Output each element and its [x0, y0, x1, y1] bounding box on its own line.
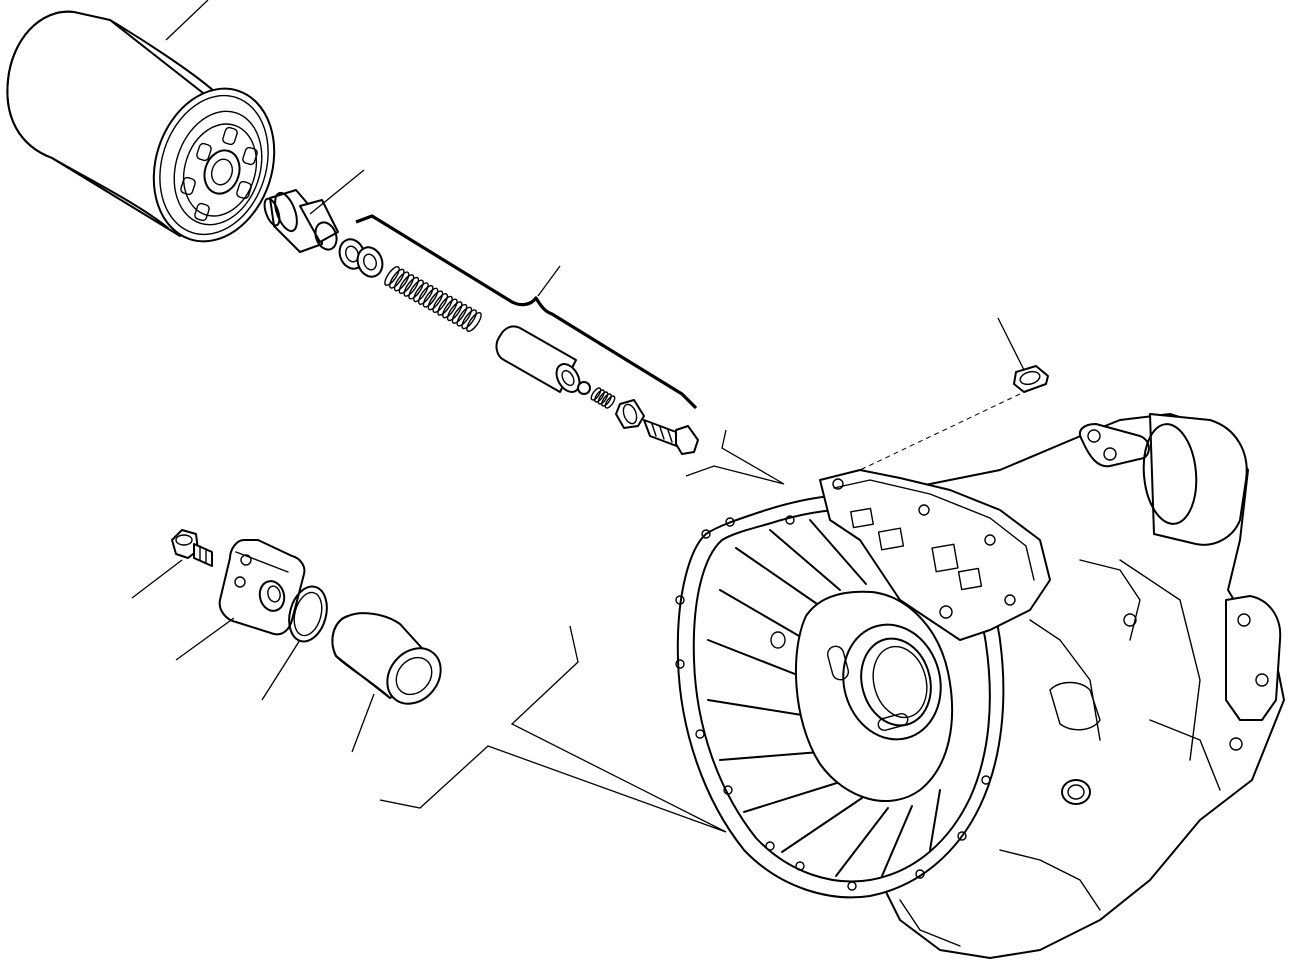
o-ring — [261, 585, 328, 701]
spring-coil — [466, 312, 482, 332]
bolt-hole — [765, 841, 775, 851]
valve-small-spring — [590, 387, 616, 409]
bolt-hole — [785, 515, 795, 525]
bolt-hole — [795, 861, 805, 871]
cover-plate — [175, 539, 306, 661]
bolt-hole — [675, 659, 685, 669]
bolt-hole — [915, 869, 925, 879]
bolt-hole — [957, 831, 967, 841]
drain-plug — [859, 317, 1049, 471]
strainer-sleeve — [331, 612, 442, 753]
bolt-hole — [695, 729, 705, 739]
spring-coil — [427, 290, 444, 311]
spring-coil — [594, 389, 605, 403]
spring-coil — [389, 268, 405, 289]
transmission-housing — [379, 413, 1285, 959]
valve-spring — [384, 266, 482, 332]
bolt-hole — [847, 881, 857, 891]
valve-seat — [338, 238, 384, 278]
spring-coil — [417, 284, 434, 305]
bolt-hole — [723, 785, 733, 795]
spring-coil — [408, 279, 424, 300]
relief-valve-assembly — [338, 214, 699, 455]
bolt-hole — [981, 775, 991, 785]
spring-coil — [398, 274, 415, 295]
spring-coil — [601, 393, 612, 407]
spring-coil — [451, 303, 468, 324]
filter-connector — [263, 169, 365, 253]
spring-coil — [413, 282, 429, 303]
spring-coil — [461, 309, 477, 330]
mounting-bolt — [131, 529, 213, 599]
spring-coil — [590, 387, 602, 401]
spring-coil — [597, 391, 609, 405]
bolt-hole — [701, 529, 711, 539]
housing-details — [899, 559, 1243, 947]
spring-coil — [442, 298, 458, 319]
spring-coil — [437, 295, 453, 316]
housing-top-bracket — [1078, 423, 1150, 468]
spring-coil — [604, 395, 616, 409]
bolt-hole — [675, 595, 685, 605]
valve-ball — [577, 381, 591, 395]
valve-nut — [615, 399, 645, 429]
housing-side-pump — [1142, 413, 1282, 721]
valve-piston — [495, 325, 581, 393]
valve-adjust-screw — [643, 419, 699, 455]
spring-coil — [432, 293, 449, 314]
spring-coil — [456, 306, 473, 327]
housing-ribs — [707, 519, 941, 877]
spring-coil — [393, 271, 410, 292]
oil-filter-cartridge — [6, 0, 276, 243]
housing-valve-block — [819, 469, 1051, 641]
spring-coil — [446, 301, 463, 322]
spring-coil — [384, 266, 400, 286]
spring-coil — [403, 276, 420, 297]
spring-coil — [422, 287, 439, 308]
bolt-hole — [725, 517, 735, 527]
